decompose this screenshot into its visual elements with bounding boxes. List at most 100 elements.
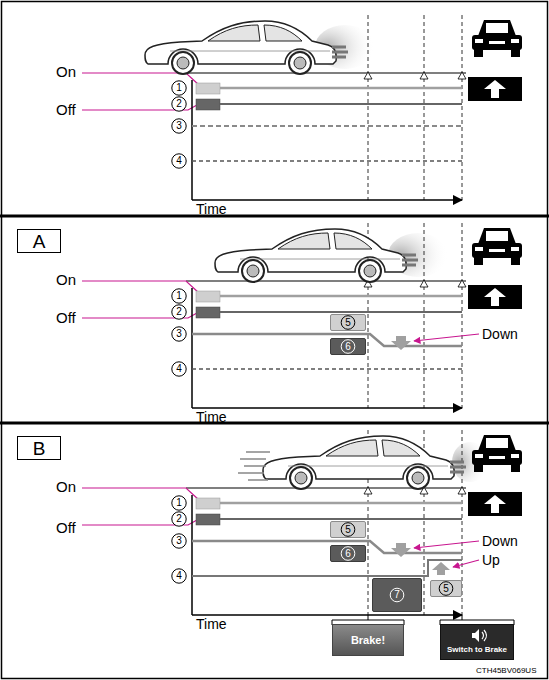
down-arrow: [391, 543, 411, 557]
callout-number-text: 2: [176, 99, 182, 109]
circle-outline: [172, 119, 186, 133]
callout-number: 4: [171, 361, 187, 377]
callout-number: 1: [171, 80, 187, 96]
car-side-view: [145, 21, 348, 74]
axis-label: Time: [196, 202, 227, 216]
callout-number: 2: [171, 96, 187, 112]
signal-line: [192, 560, 462, 576]
display-message-text: Switch to Brake: [447, 646, 507, 654]
circle-outline: [172, 97, 186, 111]
leader-line: [414, 334, 479, 341]
circle-outline: [341, 340, 355, 354]
callout-number-text: 4: [176, 571, 182, 581]
state-label: Off: [56, 102, 76, 117]
leader-line: [453, 560, 479, 567]
state-callout: 6: [330, 545, 366, 562]
timing-panel: [82, 430, 522, 625]
callout-number: 2: [171, 304, 187, 320]
callout-number-text: 3: [176, 536, 182, 546]
signal-line: [192, 368, 462, 370]
state-callout-text: 5: [345, 318, 351, 328]
circle-outline: [341, 523, 355, 537]
callout-number: 1: [171, 495, 187, 511]
signal-line: [192, 125, 462, 127]
change-label: Down: [482, 534, 518, 548]
up-arrow: [432, 562, 450, 575]
panel-label: A: [17, 229, 61, 253]
callout-number-text: 1: [176, 291, 182, 301]
state-callout-text: 7: [394, 590, 400, 600]
circle-outline: [172, 305, 186, 319]
motion-lines: [238, 452, 270, 480]
callout-number-text: 1: [176, 83, 182, 93]
callout-number-text: 1: [176, 498, 182, 508]
state-callout: 5: [330, 314, 366, 331]
display-message-text: Brake!: [351, 635, 385, 646]
axis-label: Time: [196, 410, 227, 424]
panel-label-text: A: [33, 232, 46, 251]
circle-outline: [172, 81, 186, 95]
timing-panel: [82, 223, 522, 408]
callout-number: 3: [171, 326, 187, 342]
leader-line: [414, 541, 479, 548]
speaker-icon: [482, 630, 487, 641]
callout-number-text: 4: [176, 156, 182, 166]
callout-number-text: 4: [176, 364, 182, 374]
state-label: On: [56, 64, 76, 79]
circle-outline: [172, 496, 186, 510]
callout-number-text: 2: [176, 514, 182, 524]
circle-outline: [172, 289, 186, 303]
circle-outline: [172, 327, 186, 341]
callout-number: 1: [171, 288, 187, 304]
display-message: Brake!: [332, 624, 404, 656]
state-label: On: [56, 479, 76, 494]
callout-number: 3: [171, 533, 187, 549]
panel-label-text: B: [33, 439, 46, 458]
state-label: On: [56, 272, 76, 287]
circle-outline: [341, 547, 355, 561]
signal-line: [192, 160, 462, 162]
figure-code: CTH45BV069US: [476, 667, 536, 675]
change-label: Down: [482, 327, 518, 341]
car-side-view: [215, 229, 418, 282]
speaker-icon: [472, 629, 479, 642]
circle-outline: [172, 512, 186, 526]
circle-outline: [172, 362, 186, 376]
display-message: Switch to Brake: [440, 624, 514, 660]
down-arrow: [391, 336, 411, 350]
callout-number: 2: [171, 511, 187, 527]
state-callout: 5: [430, 580, 462, 597]
state-callout: 5: [330, 521, 366, 538]
circle-outline: [439, 582, 453, 596]
panel-divider: [0, 422, 549, 425]
state-label: Off: [56, 310, 76, 325]
panel-divider: [0, 215, 549, 218]
axis-label: Time: [196, 617, 227, 631]
circle-outline: [172, 534, 186, 548]
circle-outline: [341, 316, 355, 330]
state-callout-text: 5: [345, 525, 351, 535]
callout-number: 4: [171, 568, 187, 584]
callout-number-text: 3: [176, 121, 182, 131]
circle-outline: [390, 588, 404, 602]
circle-outline: [172, 569, 186, 583]
state-label: Off: [56, 520, 76, 535]
state-callout: 7: [372, 578, 422, 612]
timing-panel-base: [82, 223, 522, 408]
state-callout: 6: [330, 338, 366, 355]
panel-label: B: [17, 436, 61, 460]
callout-number: 3: [171, 118, 187, 134]
state-callout-text: 5: [443, 584, 449, 594]
change-label: Up: [482, 553, 500, 567]
callout-number: 4: [171, 153, 187, 169]
circle-outline: [172, 154, 186, 168]
timing-panel-base: [82, 15, 522, 200]
car-side-view: [263, 436, 466, 489]
state-callout-text: 6: [345, 342, 351, 352]
state-callout-text: 6: [345, 549, 351, 559]
